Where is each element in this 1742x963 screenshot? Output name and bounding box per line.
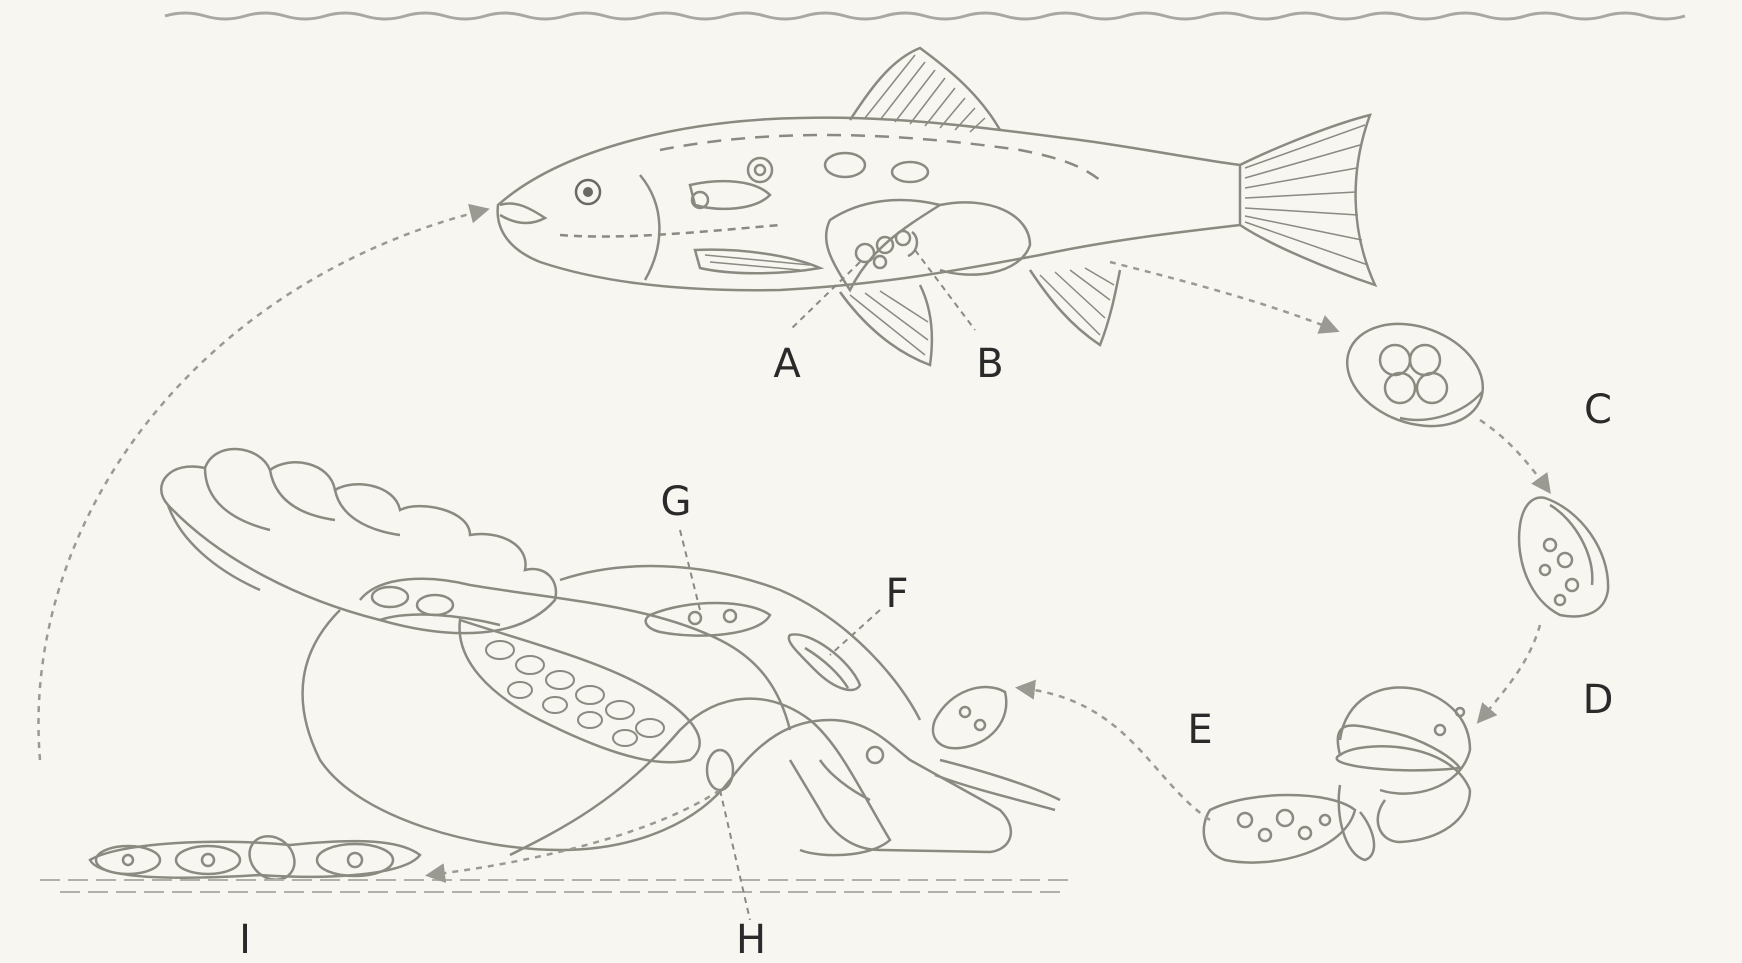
arrow-fish-to-egg xyxy=(1110,262,1335,330)
snail-internal-organ xyxy=(360,579,790,730)
label-f: F xyxy=(885,574,908,614)
arrow-cyst-to-fish xyxy=(38,210,485,760)
label-e: E xyxy=(1187,710,1212,750)
fish-gill xyxy=(640,175,659,280)
fish-host xyxy=(498,48,1375,365)
arrow-egg-d-to-miracidium xyxy=(1480,625,1540,720)
substrate-lines xyxy=(40,880,1070,892)
label-c: C xyxy=(1584,390,1612,430)
fish-tail xyxy=(1240,115,1375,285)
label-b: B xyxy=(976,344,1003,384)
label-i: I xyxy=(239,920,251,960)
egg-stage-d xyxy=(1519,497,1608,616)
pointer-line-a xyxy=(790,262,860,330)
pointer-line-b xyxy=(915,250,975,330)
fish-internal-organ xyxy=(690,181,770,209)
water-surface-line xyxy=(165,13,1685,19)
snail-host xyxy=(161,449,1060,855)
fish-pelvic-fin xyxy=(840,285,932,365)
fish-mouth xyxy=(500,203,545,223)
snail-body xyxy=(303,610,1011,852)
label-d: D xyxy=(1583,680,1614,720)
arrow-miracidium-to-snail xyxy=(1020,688,1210,820)
snail-cercaria-h xyxy=(707,750,733,790)
arrow-egg-c-to-d xyxy=(1480,420,1548,490)
egg-stage-c xyxy=(1333,306,1497,444)
fish-pectoral-fin xyxy=(695,250,820,274)
label-h: H xyxy=(736,920,766,960)
pointer-line-f xyxy=(830,610,880,655)
fish-lateral-line xyxy=(560,225,780,237)
label-a: A xyxy=(773,344,800,384)
fish-metacercaria-cyst xyxy=(856,244,874,262)
arrow-snail-to-cyst xyxy=(430,790,720,875)
snail-foot xyxy=(510,699,890,856)
snail-shell xyxy=(161,449,556,633)
label-g: G xyxy=(661,482,692,522)
free-cercaria xyxy=(933,687,1006,748)
miracidium-hatching xyxy=(1204,687,1470,862)
pointer-line-h xyxy=(720,790,750,920)
